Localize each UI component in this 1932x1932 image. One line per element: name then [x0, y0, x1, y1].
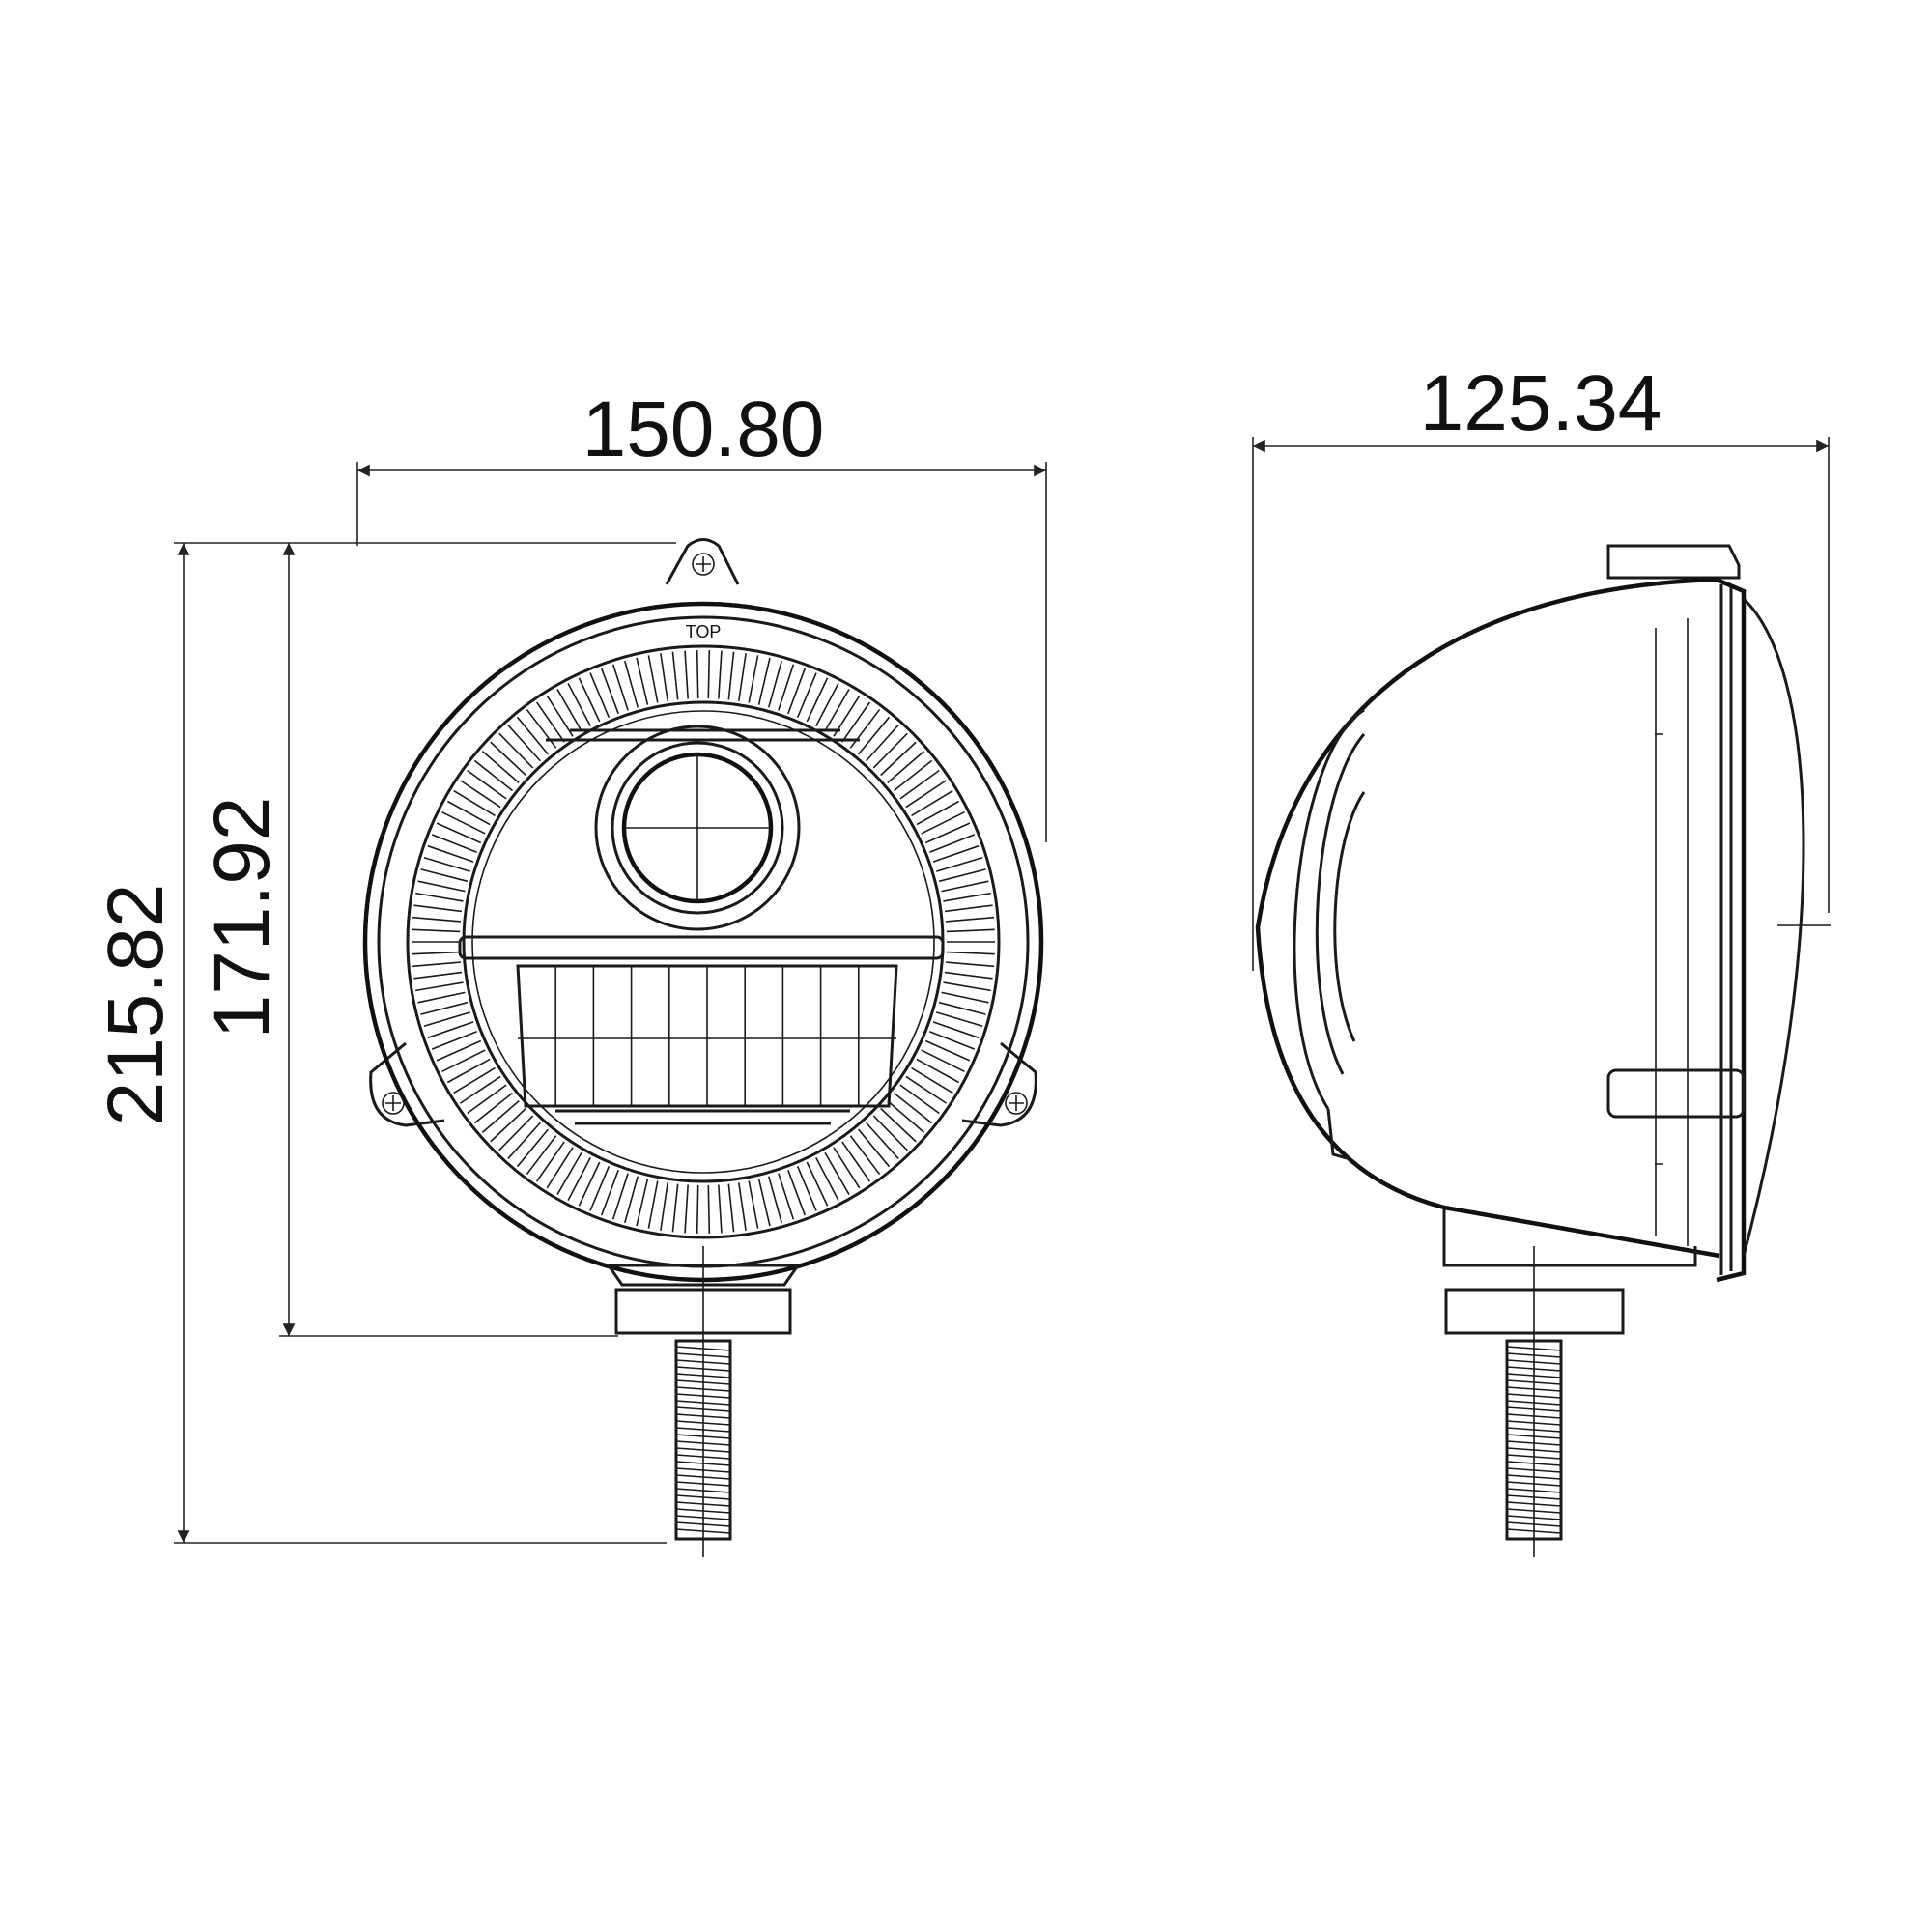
side-rear-foot — [1326, 1108, 1351, 1161]
side-housing-dome — [1255, 577, 1720, 1259]
dimension-label-width: 150.80 — [582, 385, 825, 473]
halo-ring-outer — [406, 644, 1001, 1239]
dimension-label-depth: 125.34 — [1420, 359, 1662, 447]
side-fin-3 — [1333, 791, 1366, 1042]
left-mounting-tab — [369, 1041, 445, 1127]
halo-led-ticks — [412, 650, 995, 1234]
threaded-stud — [674, 1339, 732, 1541]
led-grid — [516, 964, 898, 1108]
bezel-ring — [377, 615, 1030, 1268]
dimension-width-front: 150.80 — [356, 385, 1047, 842]
right-screw-icon — [1005, 1092, 1028, 1115]
dimension-depth-side: 125.34 — [1252, 359, 1830, 971]
outer-housing-ring — [362, 601, 1044, 1283]
side-bezel — [1716, 577, 1747, 1283]
side-fin-1 — [1293, 708, 1365, 1110]
upper-reflector-band — [546, 728, 860, 742]
side-base-nut — [1444, 1288, 1625, 1335]
top-mounting-tab — [665, 538, 740, 585]
top-screw-icon — [692, 553, 715, 576]
side-inner-lines — [1655, 618, 1689, 1246]
base-nut — [614, 1288, 792, 1335]
top-orientation-mark: TOP — [686, 622, 722, 641]
side-lens — [1742, 597, 1805, 1257]
stud-threads — [675, 1346, 731, 1534]
side-stud-threads — [1506, 1346, 1562, 1534]
projector-crosshair — [624, 754, 771, 901]
side-threaded-stud — [1505, 1339, 1563, 1541]
light-bar — [458, 935, 945, 960]
lower-reflector-band — [555, 1109, 850, 1125]
dimension-overall-height: 215.82 — [92, 542, 676, 1544]
dimension-housing-height: 171.92 — [198, 543, 618, 1337]
side-base-collar — [1442, 1208, 1697, 1267]
side-view — [1255, 544, 1831, 1557]
front-view: TOP — [362, 538, 1044, 1557]
bezel-layers — [1719, 584, 1733, 1275]
dimension-label-housing-height: 171.92 — [198, 797, 286, 1039]
dimension-label-overall-height: 215.82 — [92, 884, 180, 1126]
right-mounting-tab — [961, 1041, 1037, 1127]
projector-housing — [594, 724, 801, 931]
base-collar — [606, 1264, 801, 1287]
side-top-tab — [1606, 544, 1741, 580]
side-screw-tab — [1606, 1068, 1746, 1119]
side-fin-2 — [1315, 733, 1366, 1075]
projector-rim — [611, 741, 784, 915]
lens-ring — [471, 710, 935, 1174]
